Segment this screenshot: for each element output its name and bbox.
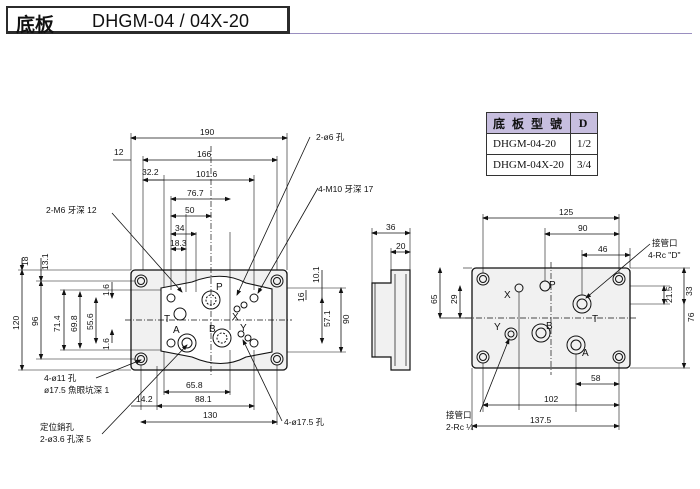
dim-10-1: 10.1 — [311, 266, 321, 283]
port-label-b: B — [209, 324, 216, 335]
port-label-t: T — [164, 314, 170, 325]
note-conn-d-a: 接管口 — [652, 238, 678, 248]
dim-18-3: 18.3 — [170, 238, 187, 248]
dim-76-7: 76.7 — [187, 188, 204, 198]
dim-96: 96 — [30, 316, 40, 326]
note-phi17-5: 4-ø17.5 孔 — [284, 417, 325, 427]
dim-137-5: 137.5 — [530, 415, 552, 425]
bottom-port-x: X — [504, 290, 511, 301]
note-pin-a: 定位銷孔 — [40, 422, 75, 432]
spec-table: 底 板 型 號 D DHGM-04-20 1/2 DHGM-04X-20 3/4 — [485, 112, 599, 176]
dim-46: 46 — [598, 244, 608, 254]
front-center-lines — [125, 146, 292, 375]
note-pin-b: 2-ø3.6 孔深 5 — [40, 434, 91, 444]
dim-166: 166 — [197, 149, 211, 159]
side-view-labels: 36 20 — [386, 222, 406, 251]
front-m10-holes — [166, 293, 259, 348]
dim-18: 18 — [20, 256, 30, 266]
dim-57-1: 57.1 — [322, 310, 332, 327]
title-model: DHGM-04 / 04X-20 — [92, 11, 250, 31]
note-phi11-b: ø17.5 魚眼坑深 1 — [44, 385, 109, 395]
note-2-phi6: 2-ø6 孔 — [316, 132, 345, 142]
dim-65: 65 — [429, 294, 439, 304]
dim-34: 34 — [175, 223, 185, 233]
bottom-extension-lines — [463, 214, 690, 430]
dim-14-2: 14.2 — [136, 394, 153, 404]
bottom-port-p: P — [549, 280, 556, 291]
bottom-center-lines — [465, 262, 637, 375]
front-leaders — [95, 136, 319, 435]
dim-21-5: 21.5 — [664, 286, 674, 303]
note-m10: 4-M10 牙深 17 — [318, 184, 374, 194]
dim-13-1: 13.1 — [40, 253, 50, 270]
dim-101-6: 101.6 — [196, 169, 218, 179]
dim-190: 190 — [200, 127, 214, 137]
front-dim-lines-left — [19, 258, 115, 371]
dim-76: 76 — [686, 312, 696, 322]
dim-71-4: 71.4 — [52, 315, 62, 332]
dim-1-6-a: 1.6 — [101, 284, 111, 296]
port-label-p: P — [216, 282, 223, 293]
bottom-port-b: B — [546, 321, 553, 332]
note-conn-y-b: 2-Rc ¼ — [446, 422, 474, 432]
spec-header-model: 底 板 型 號 — [485, 112, 572, 134]
front-dim-lines-right — [305, 270, 344, 353]
dim-20: 20 — [396, 241, 406, 251]
bottom-leaders — [479, 243, 651, 413]
spec-header-row: 底 板 型 號 D — [485, 112, 599, 134]
dim-58: 58 — [591, 373, 601, 383]
dim-65-8: 65.8 — [186, 380, 203, 390]
note-conn-y-a: 接管口 — [446, 410, 472, 420]
dim-90: 90 — [341, 314, 351, 324]
dim-32-2: 32.2 — [142, 167, 159, 177]
port-label-a: A — [173, 325, 180, 336]
front-corner-holes — [134, 274, 284, 366]
dim-130: 130 — [203, 410, 217, 420]
dim-55-6: 55.6 — [85, 313, 95, 330]
dim-69-8: 69.8 — [69, 315, 79, 332]
note-conn-d-b: 4-Rc "D" — [648, 250, 680, 260]
spec-cell: DHGM-04X-20 — [485, 154, 572, 176]
bottom-view-labels: 125 90 46 21.5 33 29 65 76 58 102 137.5 … — [429, 207, 696, 432]
dim-36: 36 — [386, 222, 396, 232]
front-view-labels: 190 12 166 32.2 101.6 76.7 50 34 18.3 18… — [11, 127, 374, 444]
dim-29: 29 — [449, 294, 459, 304]
bottom-port-t: T — [592, 314, 598, 325]
front-extension-lines — [18, 133, 346, 425]
title-bar: 底板 DHGM-04 / 04X-20 — [6, 6, 290, 36]
dim-88-1: 88.1 — [195, 394, 212, 404]
title-rule — [290, 33, 692, 34]
dim-120: 120 — [11, 316, 21, 330]
spec-header-d: D — [570, 112, 599, 134]
title-cn: 底板 — [16, 15, 55, 36]
dim-33: 33 — [684, 286, 694, 296]
bottom-port-a: A — [582, 348, 589, 359]
dim-16: 16 — [296, 292, 306, 302]
note-m6: 2-M6 牙深 12 — [46, 205, 97, 215]
dim-102: 102 — [544, 394, 558, 404]
side-body — [371, 269, 411, 371]
port-label-x: X — [232, 312, 239, 323]
bottom-dim-lines — [437, 215, 687, 429]
spec-cell: 3/4 — [570, 154, 599, 176]
side-view — [371, 228, 411, 371]
dim-1-6-b: 1.6 — [101, 338, 111, 350]
front-dim-lines-top — [113, 135, 288, 252]
bottom-view — [437, 214, 690, 430]
bottom-port-y: Y — [494, 322, 501, 333]
dim-50: 50 — [185, 205, 195, 215]
note-phi11-a: 4-ø11 孔 — [44, 373, 77, 383]
table-row: DHGM-04X-20 3/4 — [485, 154, 599, 176]
front-dim-lines-bottom — [131, 389, 278, 425]
dim-90-b: 90 — [578, 223, 588, 233]
dim-125: 125 — [559, 207, 573, 217]
port-label-y: Y — [240, 323, 247, 334]
dim-12: 12 — [114, 147, 124, 157]
front-view — [18, 133, 346, 435]
